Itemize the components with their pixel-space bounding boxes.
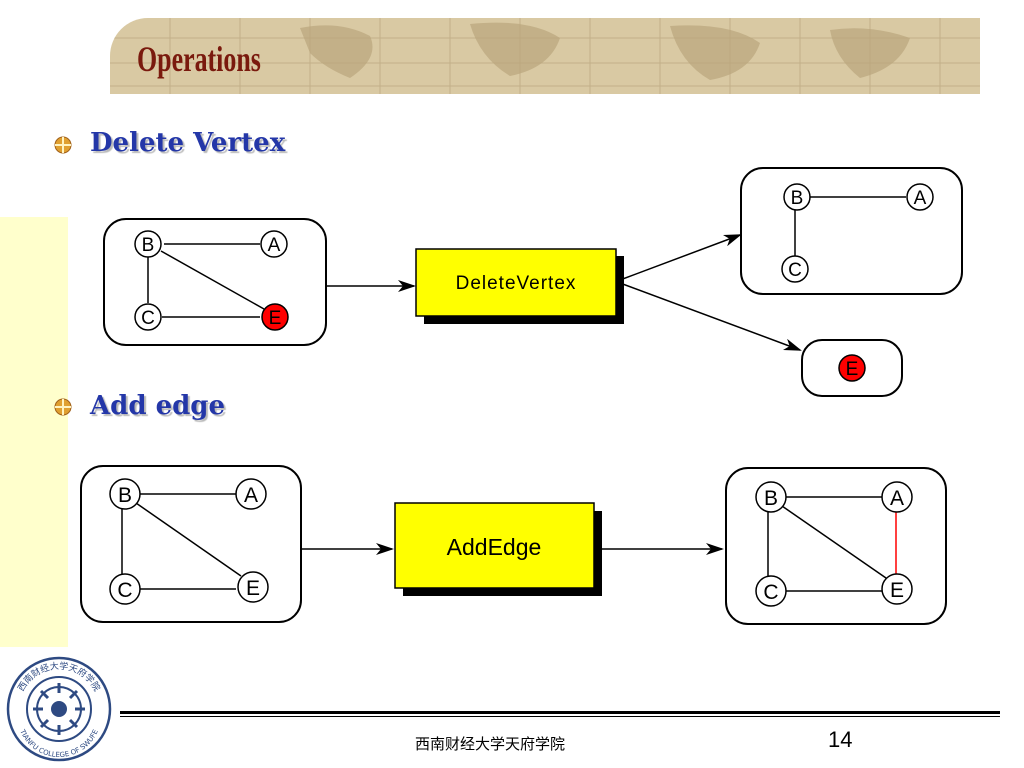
world-map-background [110, 18, 980, 94]
bullet-icon [54, 398, 72, 416]
graph-node: E [237, 571, 269, 603]
svg-text:AddEdge: AddEdge [447, 534, 542, 560]
add-edge-input-graph: B A C E [80, 465, 302, 623]
svg-text:E: E [246, 577, 260, 600]
svg-text:B: B [142, 235, 155, 256]
graph-node: C [755, 575, 787, 607]
svg-text:E: E [890, 579, 904, 602]
arrow [619, 282, 802, 351]
footer-institution: 西南财经大学天府学院 [415, 735, 566, 753]
graph-node: B [109, 478, 141, 510]
svg-text:A: A [890, 487, 904, 510]
graph-node: A [235, 478, 267, 510]
graph-node: C [781, 255, 809, 283]
add-edge-operation-box: AddEdge [394, 502, 602, 596]
page-title: Operations [137, 39, 261, 79]
svg-text:E: E [846, 359, 859, 380]
page-number: 14 [828, 727, 853, 752]
svg-text:B: B [764, 487, 778, 510]
graph-node: B [134, 230, 162, 258]
graph-node: A [260, 230, 288, 258]
svg-text:B: B [118, 484, 132, 507]
svg-text:DeleteVertex: DeleteVertex [456, 273, 577, 294]
svg-text:C: C [141, 308, 155, 329]
footer-divider-thin [120, 716, 1000, 717]
graph-node-removed: E [261, 303, 289, 331]
svg-text:E: E [269, 308, 282, 329]
svg-text:C: C [117, 579, 132, 602]
heading-add-edge: Add edge [90, 391, 226, 421]
graph-node: C [109, 573, 141, 605]
delete-input-graph: B A C E [103, 218, 327, 346]
svg-text:A: A [244, 484, 258, 507]
graph-node: B [755, 481, 787, 513]
graph-node: E [881, 573, 913, 605]
svg-text:A: A [914, 188, 927, 209]
svg-text:B: B [791, 188, 804, 209]
graph-node: A [906, 183, 934, 211]
graph-node: A [881, 481, 913, 513]
delete-output-removed-vertex: E [801, 339, 903, 397]
svg-text:C: C [763, 581, 778, 604]
sidebar-strip [0, 217, 68, 647]
title-banner [110, 18, 980, 94]
svg-text:A: A [268, 235, 281, 256]
footer-divider [120, 711, 1000, 714]
heading-delete-vertex: Delete Vertex [90, 128, 286, 158]
add-edge-output-graph: B A C E [725, 467, 947, 625]
arrow [619, 234, 742, 281]
bullet-icon [54, 136, 72, 154]
graph-node: B [783, 183, 811, 211]
delete-output-graph: B A C [740, 167, 963, 295]
delete-vertex-operation-box: DeleteVertex [415, 248, 624, 324]
svg-text:C: C [788, 260, 802, 281]
graph-node: C [134, 303, 162, 331]
college-seal-logo: 西南财经大学天府学院 TIANFU COLLEGE OF SWUFE [6, 656, 112, 762]
